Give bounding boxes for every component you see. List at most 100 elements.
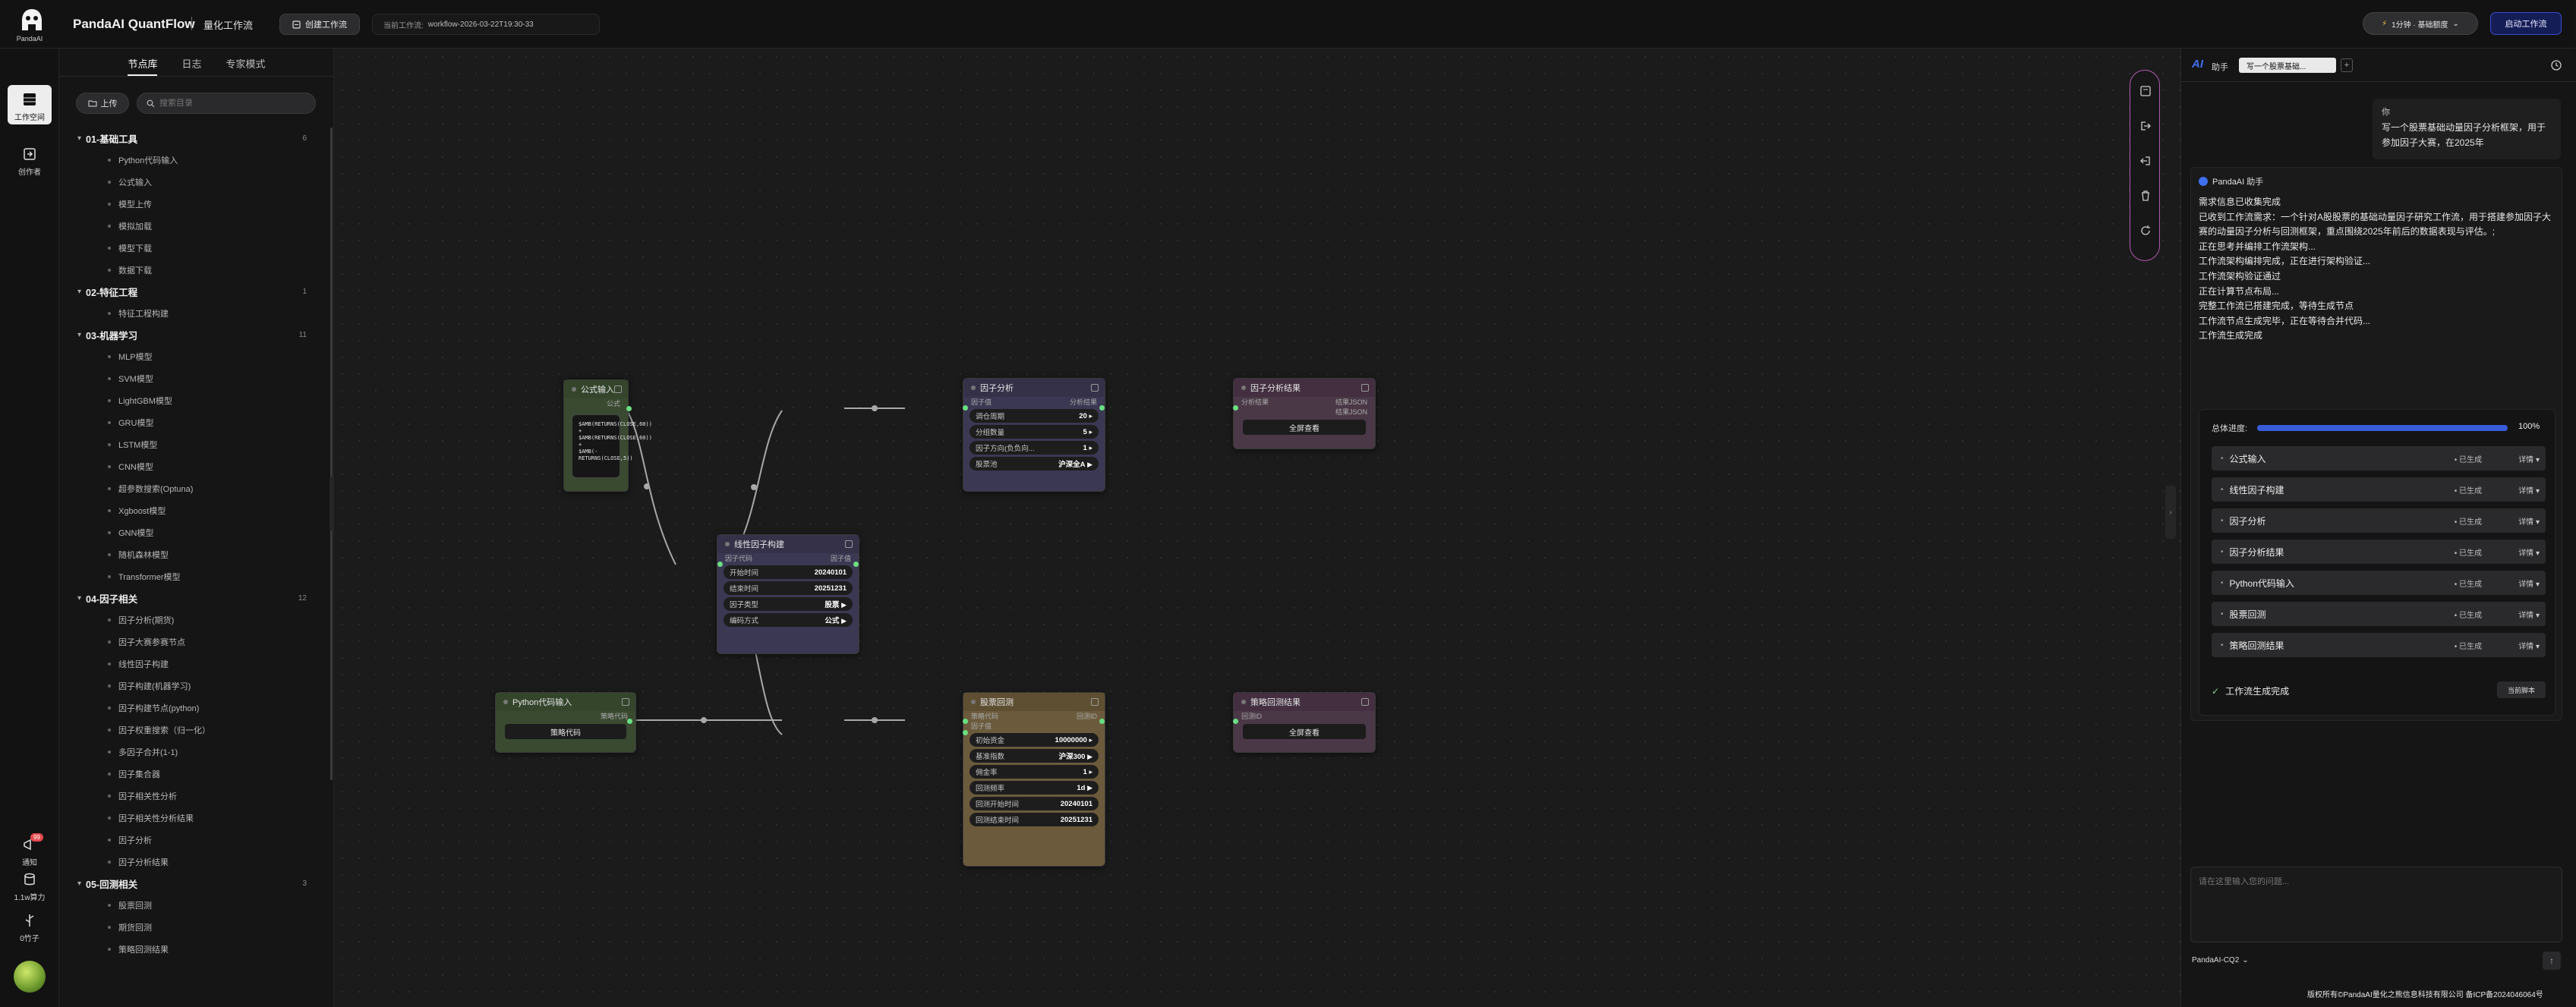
benchmark-select[interactable]: 基准指数沪深300 ▶ <box>970 749 1099 763</box>
input-port[interactable] <box>963 719 968 724</box>
tab-node-library[interactable]: 节点库 <box>128 56 158 76</box>
stock-pool-select[interactable]: 股票池沪深全A ▶ <box>970 457 1099 470</box>
wire-midpoint[interactable] <box>644 483 650 489</box>
output-port[interactable] <box>1099 719 1105 724</box>
wire-midpoint[interactable] <box>751 484 757 490</box>
node-header[interactable]: 公式输入 <box>564 380 628 398</box>
nav-points[interactable]: 0竹子 <box>8 912 52 943</box>
formula-code-editor[interactable]: $AMB(RETURNS(CLOSE,60)) + $AMB(RETURNS(C… <box>572 414 652 478</box>
library-node-item[interactable]: Python代码输入 <box>59 149 334 171</box>
input-port[interactable] <box>963 405 968 411</box>
library-node-item[interactable]: MLP模型 <box>59 345 334 367</box>
chat-input[interactable] <box>2190 867 2562 942</box>
generation-step[interactable]: •公式输入• 已生成详情 ▾ <box>2212 446 2546 470</box>
generation-step[interactable]: •策略回测结果• 已生成详情 ▾ <box>2212 633 2546 657</box>
library-node-item[interactable]: GNN模型 <box>59 521 334 543</box>
library-node-item[interactable]: 因子大赛参赛节点 <box>59 631 334 653</box>
library-node-item[interactable]: 因子分析(期货) <box>59 609 334 631</box>
wire-midpoint[interactable] <box>872 717 878 723</box>
step-detail-button[interactable]: 详情 ▾ <box>2518 518 2540 527</box>
library-node-item[interactable]: 期货回测 <box>59 916 334 938</box>
output-port[interactable] <box>626 406 632 411</box>
fullscreen-view-button[interactable]: 全屏查看 <box>1243 420 1366 435</box>
step-detail-button[interactable]: 详情 ▾ <box>2518 486 2540 496</box>
fullscreen-view-button[interactable]: 全屏查看 <box>1243 724 1366 739</box>
send-button[interactable]: ↑ <box>2543 952 2561 970</box>
current-workflow-field[interactable]: 当前工作流: workflow-2026-03-22T19:30-33 <box>372 14 600 35</box>
node-header[interactable]: 因子分析结果 <box>1234 379 1375 397</box>
expand-icon[interactable] <box>1091 384 1099 392</box>
step-detail-button[interactable]: 详情 ▾ <box>2518 549 2540 558</box>
wire-formula-to-linear[interactable] <box>626 410 676 565</box>
new-conversation-button[interactable]: + <box>2341 58 2353 72</box>
library-node-item[interactable]: 因子分析结果 <box>59 851 334 873</box>
output-port[interactable] <box>627 719 632 724</box>
input-port[interactable] <box>963 730 968 735</box>
input-port[interactable] <box>717 562 723 567</box>
expand-icon[interactable] <box>1361 384 1369 392</box>
node-backtest-result[interactable]: 策略回测结果 回测ID 全屏查看 <box>1233 692 1376 753</box>
node-factor-result[interactable]: 因子分析结果 分析结果结果JSON 结果JSON 全屏查看 <box>1233 378 1376 449</box>
nav-creator[interactable]: 创作者 <box>8 143 52 177</box>
wire-midpoint[interactable] <box>701 717 707 723</box>
library-node-item[interactable]: 超参数搜索(Optuna) <box>59 477 334 499</box>
library-node-item[interactable]: LSTM模型 <box>59 433 334 455</box>
create-workflow-button[interactable]: 创建工作流 <box>279 14 360 35</box>
node-header[interactable]: 线性因子构建 <box>717 535 859 553</box>
current-script-button[interactable]: 当前脚本 <box>2497 681 2546 698</box>
nav-workspace[interactable]: 工作空间 <box>8 85 52 124</box>
step-detail-button[interactable]: 详情 ▾ <box>2518 580 2540 589</box>
import-icon[interactable] <box>2139 154 2152 168</box>
library-node-item[interactable]: 多因子合并(1-1) <box>59 741 334 763</box>
library-node-item[interactable]: 因子构建节点(python) <box>59 697 334 719</box>
library-scrollbar[interactable] <box>330 127 333 780</box>
tab-logs[interactable]: 日志 <box>181 58 202 70</box>
output-port[interactable] <box>1099 405 1105 411</box>
expand-icon[interactable] <box>845 540 853 548</box>
brand-logo[interactable]: PandaAI <box>14 8 46 42</box>
node-python-input[interactable]: Python代码输入 策略代码 策略代码 <box>495 692 636 753</box>
node-formula-input[interactable]: 公式输入 公式 $AMB(RETURNS(CLOSE,60)) + $AMB(R… <box>563 379 652 492</box>
conversation-tab[interactable]: 写一个股票基础... <box>2239 58 2336 73</box>
library-node-item[interactable]: 模拟加载 <box>59 215 334 237</box>
library-node-item[interactable]: 因子权重搜索（归一化） <box>59 719 334 741</box>
nav-notifications[interactable]: 99 通知 <box>8 833 52 867</box>
history-clock-icon[interactable] <box>2550 59 2562 71</box>
node-header[interactable]: 策略回测结果 <box>1234 693 1375 711</box>
input-port[interactable] <box>1233 719 1238 724</box>
library-node-item[interactable]: 因子集合器 <box>59 763 334 785</box>
library-node-item[interactable]: CNN模型 <box>59 455 334 477</box>
trash-icon[interactable] <box>2139 189 2152 203</box>
library-search-input[interactable] <box>159 99 304 108</box>
save-icon[interactable] <box>2139 84 2152 98</box>
library-node-item[interactable]: 因子相关性分析结果 <box>59 807 334 829</box>
library-node-item[interactable]: 线性因子构建 <box>59 653 334 675</box>
collapse-ai-panel-handle[interactable]: › <box>2165 486 2176 539</box>
library-node-item[interactable]: 因子相关性分析 <box>59 785 334 807</box>
strategy-code-button[interactable]: 策略代码 <box>505 724 626 739</box>
export-icon[interactable] <box>2139 119 2152 133</box>
factor-type-select[interactable]: 因子类型股票 ▶ <box>724 597 853 611</box>
library-node-item[interactable]: Xgboost模型 <box>59 499 334 521</box>
library-node-item[interactable]: 因子构建(机器学习) <box>59 675 334 697</box>
library-node-item[interactable]: SVM模型 <box>59 367 334 389</box>
expand-icon[interactable] <box>1091 698 1099 706</box>
wire-midpoint[interactable] <box>872 405 878 411</box>
encoding-mode-select[interactable]: 编码方式公式 ▶ <box>724 613 853 627</box>
library-node-item[interactable]: 股票回测 <box>59 894 334 916</box>
